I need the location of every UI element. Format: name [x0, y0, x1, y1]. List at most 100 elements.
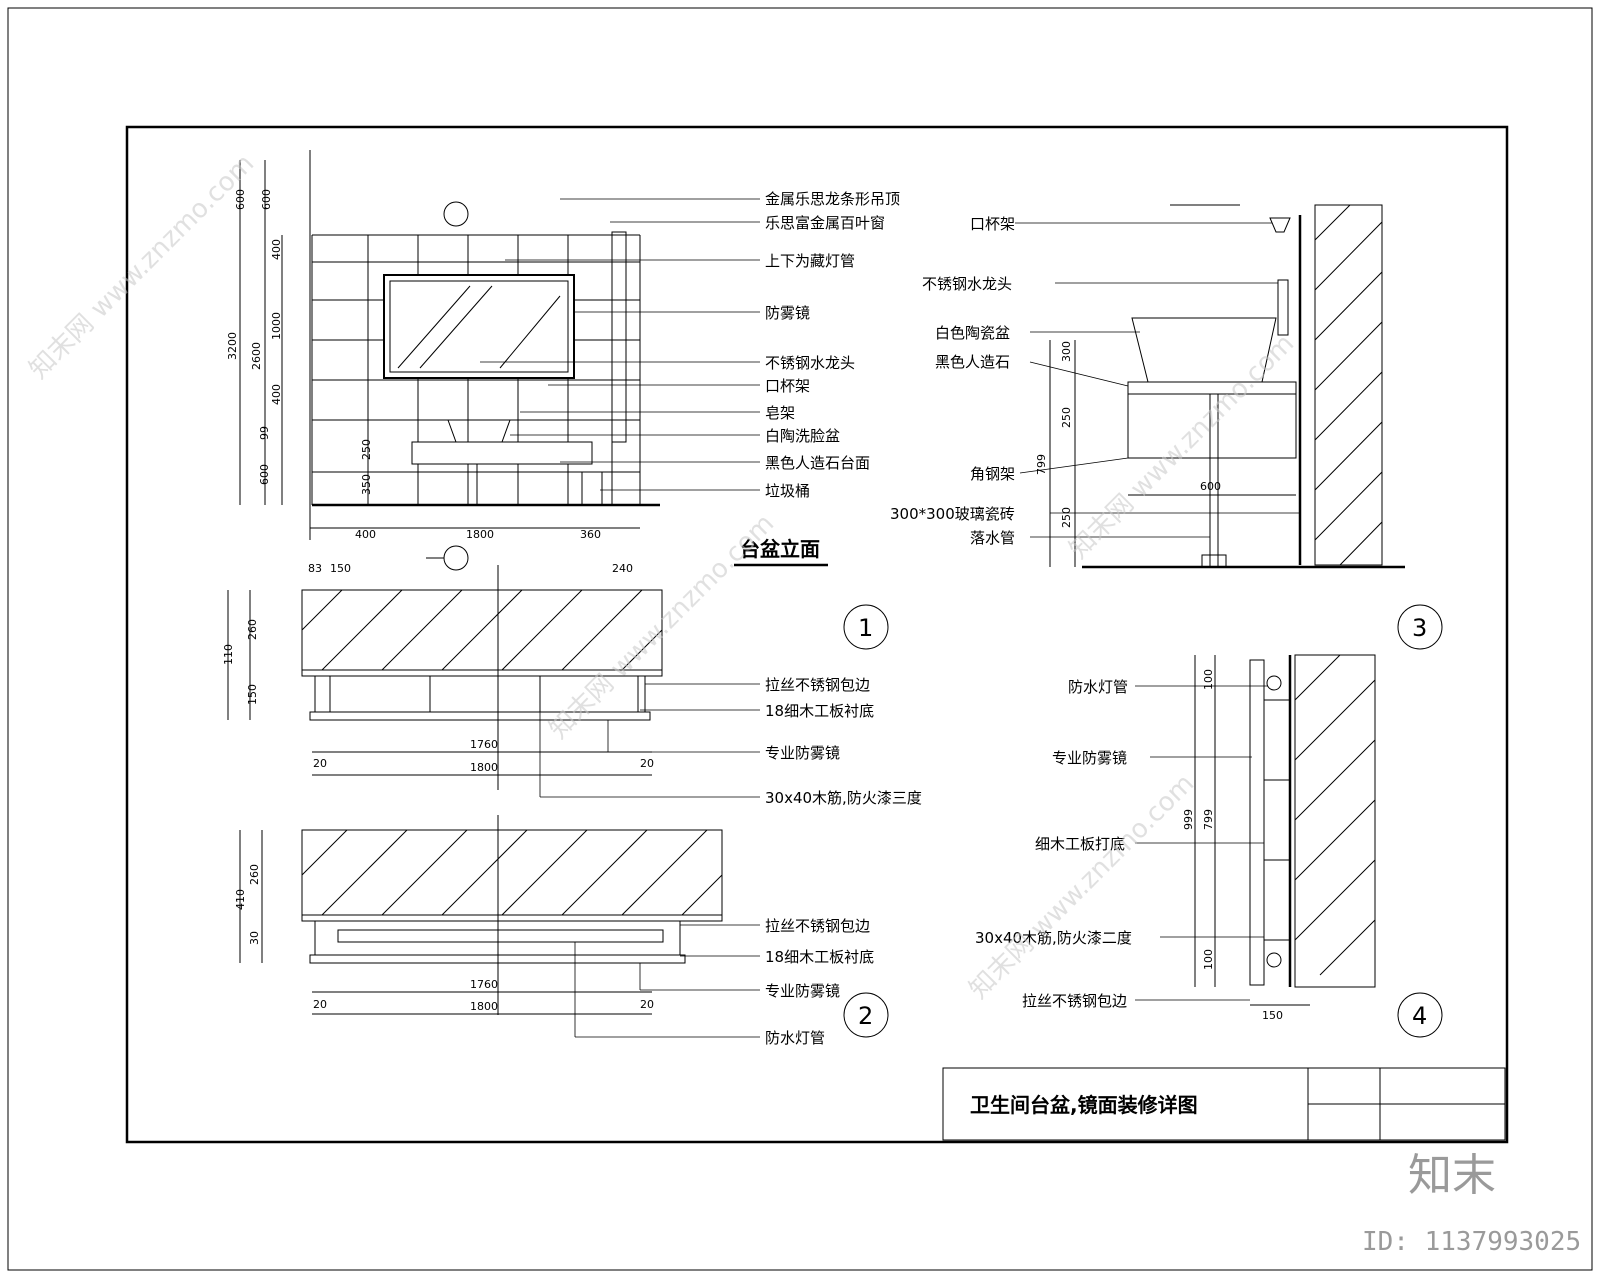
- dim-label: 100: [1202, 949, 1215, 970]
- elev-label: 白陶洗脸盆: [765, 427, 840, 445]
- callout-number: 3: [1412, 614, 1427, 642]
- dim-label: 250: [360, 439, 373, 460]
- dim-label: 1800: [470, 1000, 498, 1013]
- dim-label: 1800: [470, 761, 498, 774]
- light-tube-icon: [1266, 952, 1282, 968]
- anti-fog-mirror: [383, 274, 575, 379]
- callout-circle: [1397, 992, 1443, 1038]
- dim-label: 250: [1060, 507, 1073, 528]
- dim-label: 99: [258, 426, 271, 440]
- callout-circle: [1397, 604, 1443, 650]
- plan2-label: 防水灯管: [765, 1029, 825, 1047]
- elev-label: 垃圾桶: [765, 482, 810, 500]
- callout-number: 1: [858, 614, 873, 642]
- id-text: ID: 1137993025: [1362, 1227, 1581, 1257]
- dim-label: 600: [1200, 480, 1221, 493]
- cup-holder-icon: [1269, 217, 1291, 233]
- dim-label: 2600: [250, 342, 263, 370]
- elev-label: 乐思富金属百叶窗: [765, 214, 885, 232]
- dim-label: 350: [360, 474, 373, 495]
- sec4-label: 细木工板打底: [1035, 835, 1125, 853]
- dim-label: 1760: [470, 978, 498, 991]
- dim-label: 240: [612, 562, 633, 575]
- dim-label: 1760: [470, 738, 498, 751]
- title-block: [942, 1067, 1506, 1141]
- sec4-label: 拉丝不锈钢包边: [1022, 992, 1127, 1010]
- sec4-label: 30x40木筋,防火漆二度: [975, 929, 1132, 947]
- elevation-view: [239, 150, 760, 571]
- dim-label: 300: [1060, 341, 1073, 362]
- dim-label: 600: [234, 189, 247, 210]
- watermark-text: 知末网 www.znzmo.com: [24, 149, 260, 385]
- watermark-text: 知末网 www.znzmo.com: [544, 509, 780, 745]
- vanity-counter: [411, 419, 593, 505]
- dim-label: 3200: [226, 332, 239, 360]
- elev-label: 上下为藏灯管: [765, 252, 855, 270]
- callout-number: 4: [1412, 1002, 1427, 1030]
- plan-2-view: [239, 815, 889, 1038]
- elev-label: 黑色人造石台面: [765, 454, 870, 472]
- sheet-title: 卫生间台盆,镜面装修详图: [970, 1093, 1198, 1117]
- mirror-panel: [1249, 659, 1265, 986]
- section-4-view: [1135, 654, 1443, 1038]
- dim-label: 260: [248, 864, 261, 885]
- dim-label: 250: [1060, 407, 1073, 428]
- dim-label: 1000: [270, 312, 283, 340]
- plan1-label: 专业防雾镜: [765, 744, 840, 762]
- section-3-view: [1015, 204, 1405, 569]
- light-tube-icon: [337, 929, 664, 943]
- elev-label: 金属乐思龙条形吊顶: [765, 190, 900, 208]
- sec3-label: 白色陶瓷盆: [935, 324, 1010, 342]
- sec4-label: 防水灯管: [1068, 678, 1128, 696]
- dim-label: 150: [246, 684, 259, 705]
- dim-label: 799: [1202, 809, 1215, 830]
- plan-1-view: [227, 565, 889, 798]
- dim-label: 20: [313, 998, 327, 1011]
- watermark-text: 知末网 www.znzmo.com: [1064, 329, 1300, 565]
- plan1-label: 拉丝不锈钢包边: [765, 676, 870, 694]
- dim-label: 150: [330, 562, 351, 575]
- louver-window: [611, 231, 627, 443]
- elevation-title: 台盆立面: [740, 537, 820, 561]
- trash-bin-icon: [581, 471, 603, 506]
- dim-label: 799: [1035, 454, 1048, 475]
- brand-logo: 知末: [1408, 1150, 1496, 1201]
- watermark-text: 知末网 www.znzmo.com: [964, 769, 1200, 1005]
- callout-bubble: [443, 545, 469, 571]
- elev-label: 防雾镜: [765, 304, 810, 322]
- plan2-label: 拉丝不锈钢包边: [765, 917, 870, 935]
- basin-icon: [447, 419, 511, 443]
- sec3-label: 300*300玻璃瓷砖: [890, 505, 1015, 523]
- plan1-label: 30x40木筋,防火漆三度: [765, 789, 922, 807]
- dim-label: 400: [270, 384, 283, 405]
- elev-label: 口杯架: [765, 377, 810, 395]
- dim-label: 600: [260, 189, 273, 210]
- sheet-outer-border: [7, 7, 1593, 1271]
- dim-label: 83: [308, 562, 322, 575]
- dim-label: 260: [246, 619, 259, 640]
- plan1-label: 18细木工板衬底: [765, 702, 874, 720]
- dim-label: 20: [640, 757, 654, 770]
- dim-label: 410: [234, 889, 247, 910]
- plan2-label: 专业防雾镜: [765, 982, 840, 1000]
- dim-label: 400: [355, 528, 376, 541]
- sec3-label: 落水管: [970, 529, 1015, 547]
- dim-label: 100: [1202, 669, 1215, 690]
- dim-label: 110: [222, 644, 235, 665]
- dim-label: 30: [248, 931, 261, 945]
- light-tube-icon: [1266, 675, 1282, 691]
- wall-hatch: [1314, 204, 1383, 566]
- sec3-label: 角钢架: [970, 465, 1015, 483]
- drawing-frame: [125, 125, 1509, 1144]
- callout-circle: [843, 992, 889, 1038]
- dim-label: 600: [258, 464, 271, 485]
- callout-circle: [843, 604, 889, 650]
- dim-label: 20: [640, 998, 654, 1011]
- dim-label: 360: [580, 528, 601, 541]
- dim-label: 150: [1262, 1009, 1283, 1022]
- dim-label: 999: [1182, 809, 1195, 830]
- sec4-label: 专业防雾镜: [1052, 749, 1127, 767]
- sec3-label: 黑色人造石: [935, 353, 1010, 371]
- plan2-label: 18细木工板衬底: [765, 948, 874, 966]
